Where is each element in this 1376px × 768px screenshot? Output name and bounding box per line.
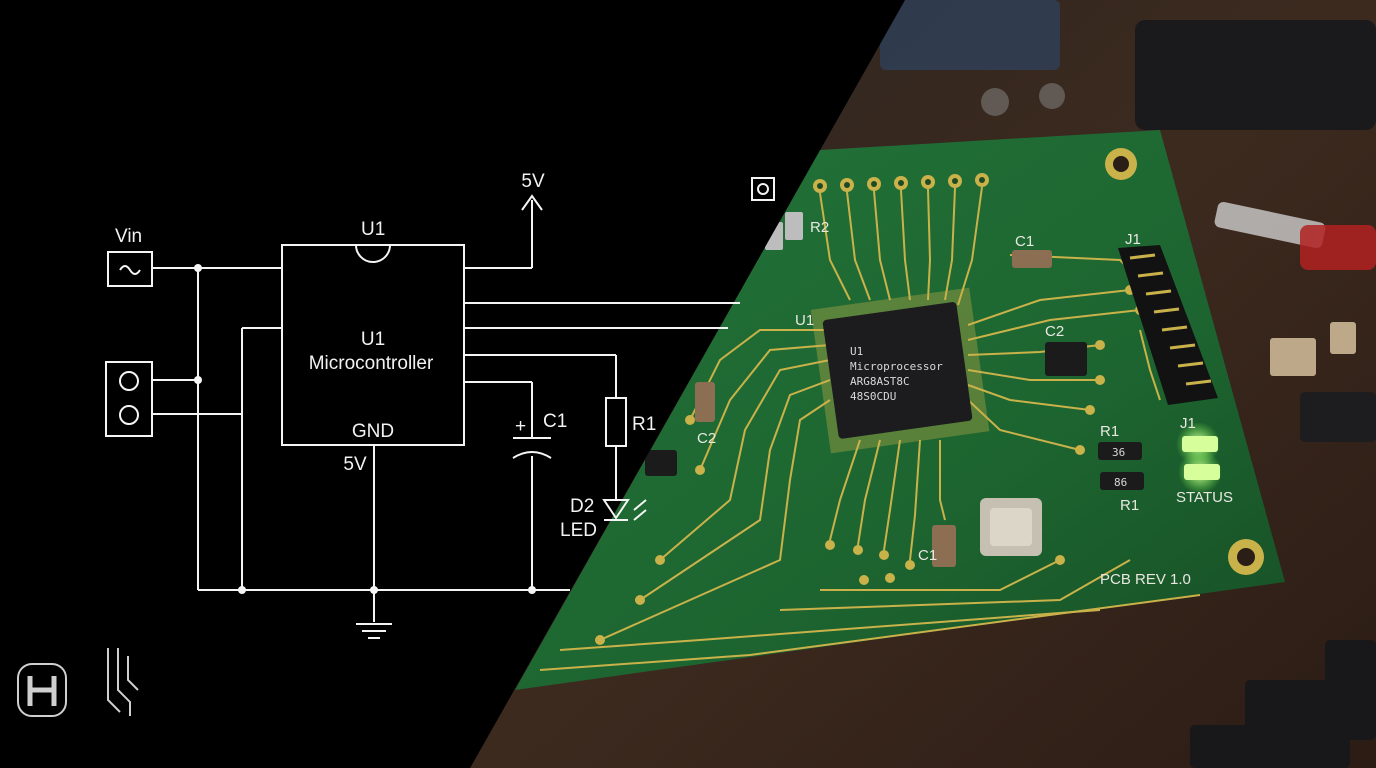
pcb-revision-label: PCB REV 1.0 bbox=[1100, 571, 1191, 588]
probe-tip bbox=[1214, 201, 1326, 249]
loose-chip bbox=[1190, 725, 1350, 768]
terminal-screw bbox=[119, 371, 139, 391]
junction-dots bbox=[194, 264, 536, 594]
pcb-label-r1-low: R1 bbox=[1120, 497, 1139, 514]
led-label: LED bbox=[560, 520, 597, 541]
brand-logo bbox=[17, 648, 139, 717]
pcb-label-r1-mid: R1 bbox=[1100, 423, 1119, 440]
transistor bbox=[645, 450, 677, 476]
mounting-hole-center bbox=[1237, 548, 1255, 566]
gnd-pin-label: GND bbox=[352, 421, 394, 442]
capacitor-c2-left bbox=[695, 382, 715, 422]
mounting-hole-center bbox=[1113, 156, 1129, 172]
top-header-pads bbox=[813, 173, 989, 193]
probe-handle bbox=[1300, 225, 1376, 270]
resistor-r1-low bbox=[1100, 472, 1144, 490]
ic-notch bbox=[355, 244, 391, 263]
vin-label: Vin bbox=[115, 226, 142, 247]
chip-line-2: Microprocessor bbox=[850, 360, 943, 373]
u1-description: Microcontroller bbox=[309, 353, 434, 374]
circuit-trace-logo bbox=[107, 648, 139, 716]
ground-symbol bbox=[356, 623, 392, 639]
u1-microcontroller-box bbox=[281, 244, 465, 446]
pcb-photo-panel: U1 Microprocessor ARG8AST8C 48S0CDU 36 8… bbox=[470, 0, 1376, 768]
blurred-part bbox=[1039, 83, 1065, 109]
pcb-label-j1-top: J1 bbox=[1125, 231, 1141, 248]
terminal-screw bbox=[119, 405, 139, 425]
u1-top-label: U1 bbox=[361, 219, 385, 240]
chip-line-3: ARG8AST8C bbox=[850, 375, 910, 388]
resistor-r2 bbox=[785, 212, 803, 240]
resistor-code-b: 86 bbox=[1114, 476, 1127, 489]
loose-component bbox=[1270, 338, 1316, 376]
pin-header-j1 bbox=[1118, 245, 1218, 405]
microprocessor-chip: U1 Microprocessor ARG8AST8C 48S0CDU bbox=[810, 287, 990, 454]
pcb-label-r2: R2 bbox=[810, 219, 829, 236]
capacitor-c2-chip bbox=[1045, 342, 1087, 376]
loose-component bbox=[1330, 322, 1356, 354]
chip-line-1: U1 bbox=[850, 345, 863, 358]
led-bottom bbox=[1184, 464, 1220, 480]
schematic-background bbox=[0, 0, 905, 768]
sine-wave-icon bbox=[119, 265, 141, 275]
blurred-blue-object bbox=[880, 0, 1060, 70]
capacitor-c1-top bbox=[1012, 250, 1052, 268]
via-pads bbox=[595, 285, 1145, 645]
header-pad-square bbox=[751, 177, 775, 201]
led-d2-symbol bbox=[602, 499, 647, 521]
resistor-code-a: 36 bbox=[1112, 446, 1125, 459]
pcb-label-c2-left: C2 bbox=[697, 430, 716, 447]
resistor-r1-mid bbox=[1098, 442, 1142, 460]
pcb-label-c2-right: C2 bbox=[1045, 323, 1064, 340]
d2-label: D2 bbox=[570, 496, 594, 517]
brain-chip-logo bbox=[17, 663, 67, 717]
pcb-traces bbox=[539, 186, 1201, 671]
capacitor-c1-low bbox=[932, 525, 956, 567]
blurred-part bbox=[981, 88, 1009, 116]
resistor-r1-symbol bbox=[605, 397, 627, 447]
crystal-top bbox=[990, 508, 1032, 546]
schematic-panel: Vin U1 U1 Microcontroller GND 5V 5V + C1… bbox=[0, 0, 905, 768]
output-5v-label: 5V bbox=[521, 171, 545, 192]
header-pad-hole bbox=[757, 183, 769, 195]
ac-source-symbol bbox=[107, 251, 153, 287]
capacitor-c1-symbol: + C1 bbox=[512, 411, 567, 459]
bottom-5v-label: 5V bbox=[343, 454, 367, 475]
pcb-label-j1-low: J1 bbox=[1180, 415, 1196, 432]
c1-label: C1 bbox=[543, 411, 567, 432]
pcb-label-status: STATUS bbox=[1176, 489, 1233, 506]
r1-label: R1 bbox=[632, 414, 656, 435]
blurred-device bbox=[1135, 20, 1376, 130]
schematic-wires bbox=[152, 194, 740, 622]
terminal-block bbox=[105, 361, 153, 437]
chip-line-4: 48S0CDU bbox=[850, 390, 896, 403]
led-top bbox=[1182, 436, 1218, 452]
loose-chip bbox=[1300, 392, 1376, 442]
pcb-label-c1-low: C1 bbox=[918, 547, 937, 564]
status-leds bbox=[1176, 422, 1222, 494]
pcb-label-u1: U1 bbox=[795, 312, 814, 329]
pcb-label-c1-top: C1 bbox=[1015, 233, 1034, 250]
u1-name-label: U1 bbox=[361, 329, 385, 350]
c1-plus-sign: + bbox=[515, 416, 526, 437]
